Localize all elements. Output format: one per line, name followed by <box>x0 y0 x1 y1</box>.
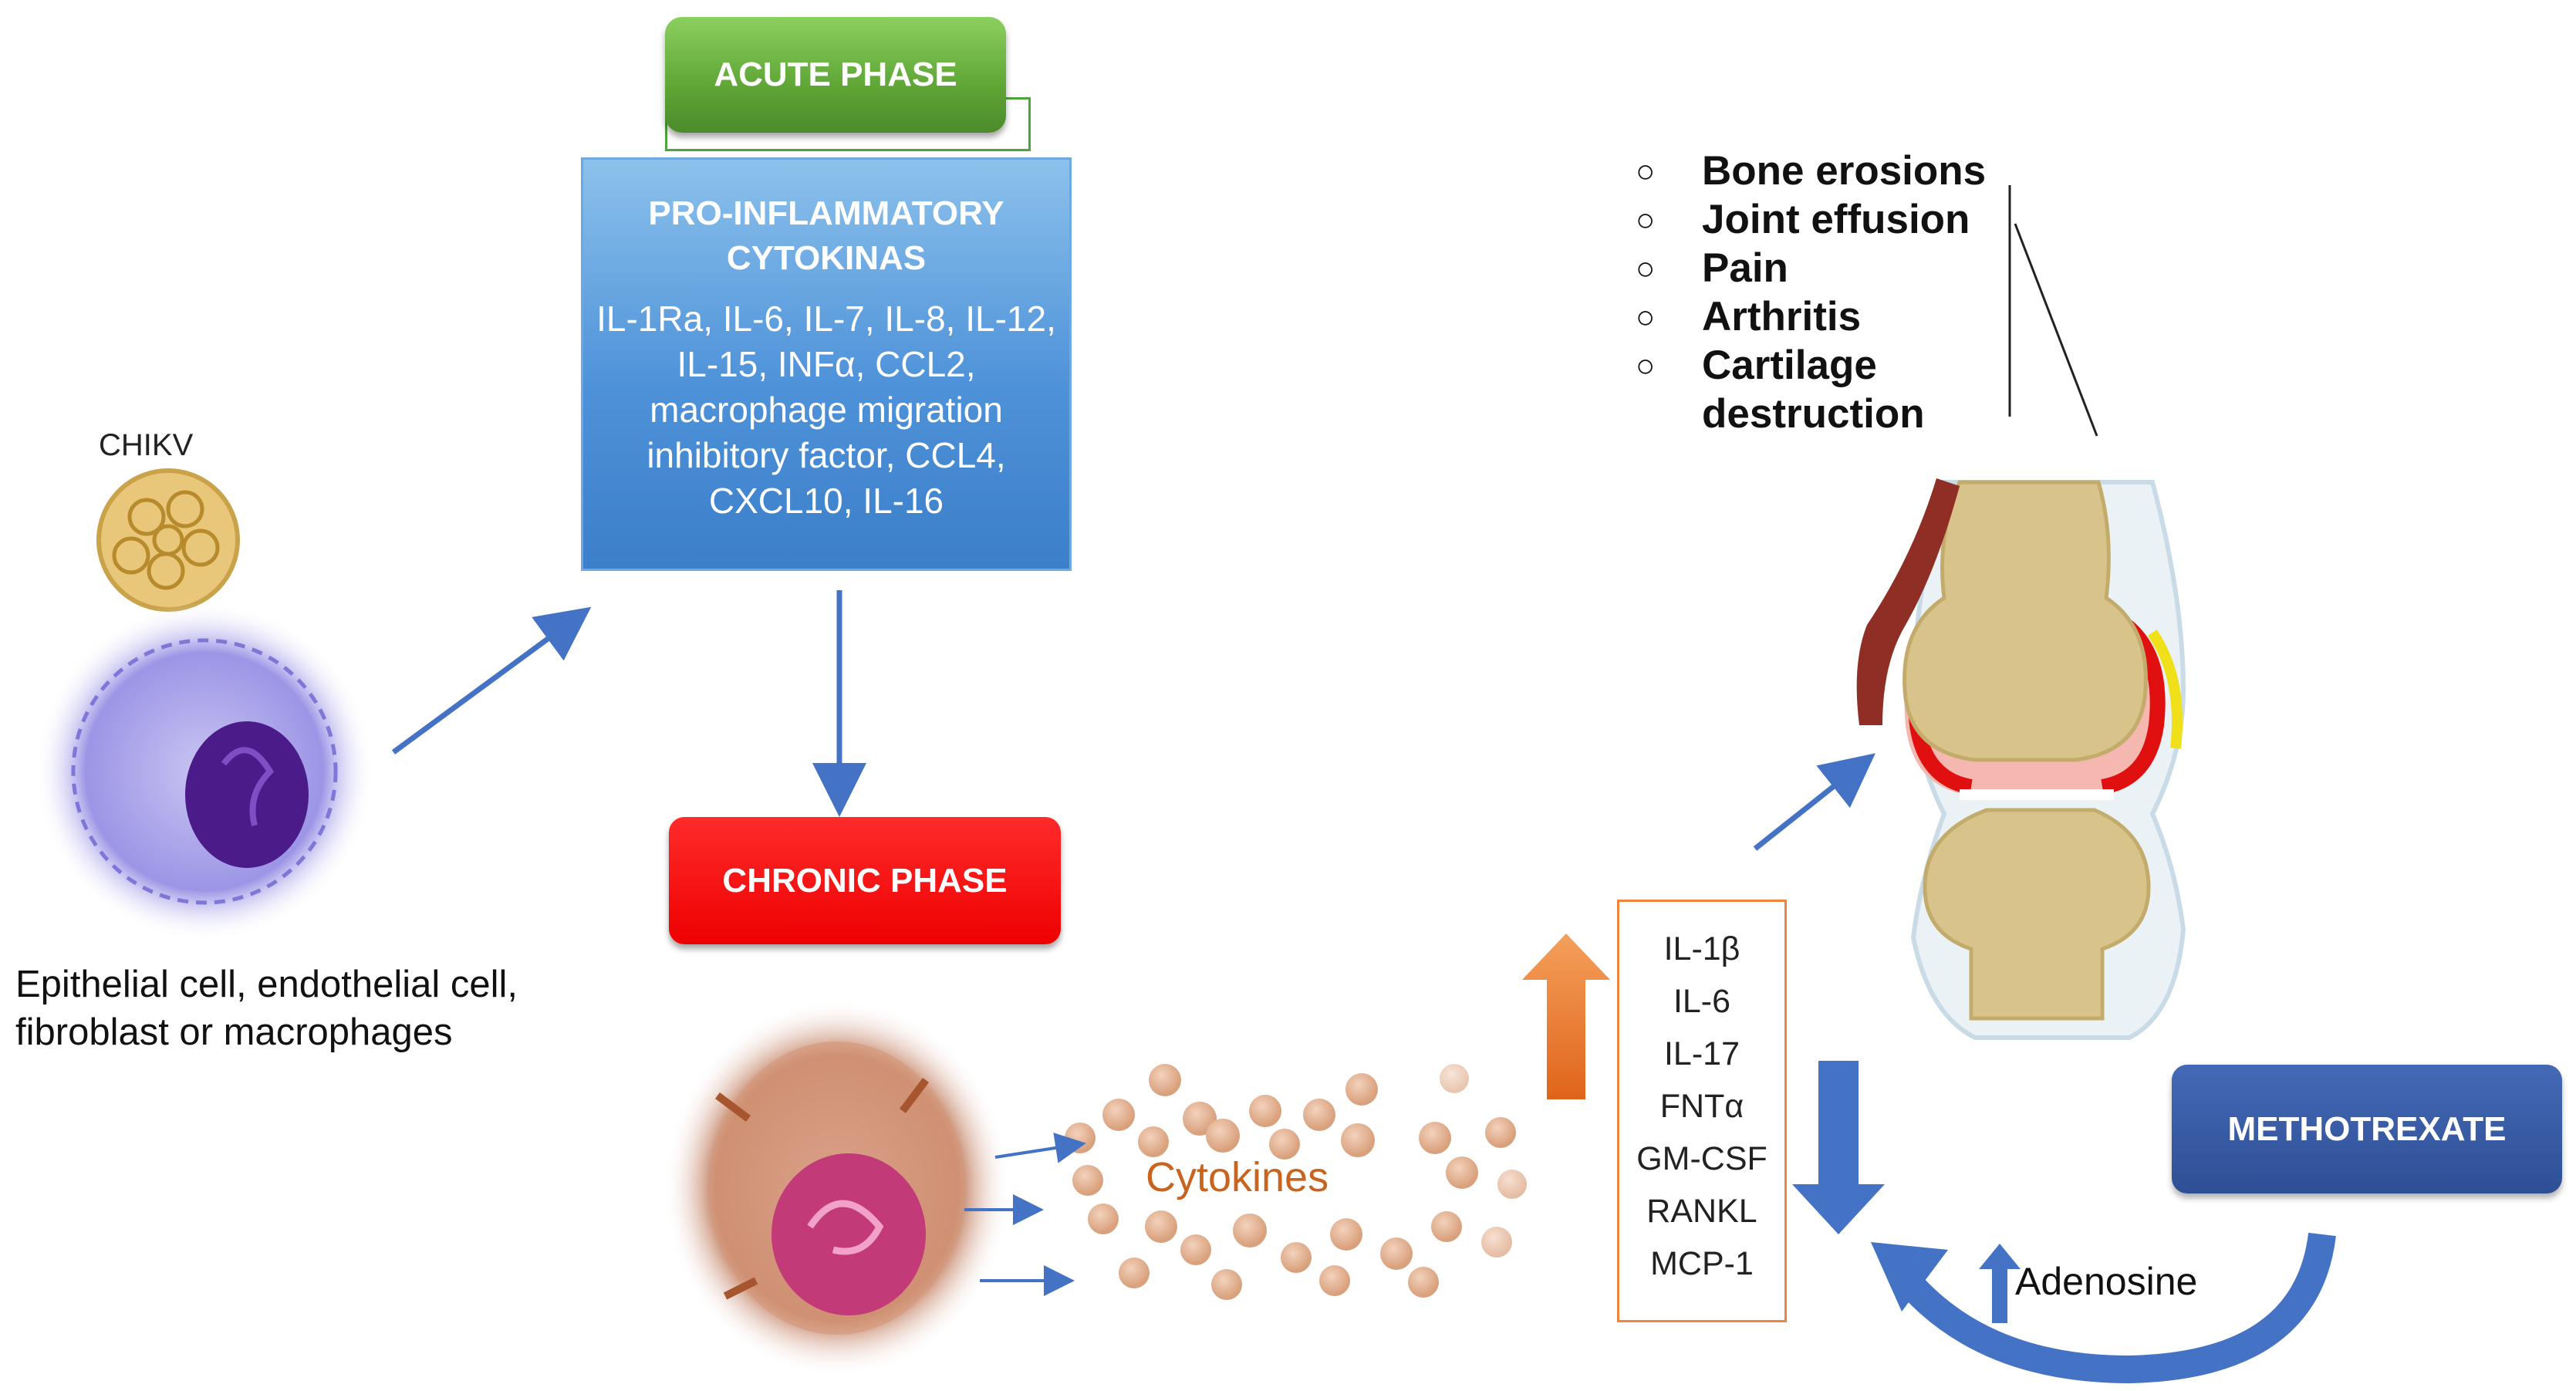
chronic-cell-icon <box>663 999 1011 1377</box>
bullet-icon: ○ <box>1636 201 1656 238</box>
chronic-phase-label: CHRONIC PHASE <box>722 861 1008 900</box>
caption-line: fibroblast or macrophages <box>15 1011 453 1053</box>
chikv-virus-icon <box>96 468 240 612</box>
chronic-phase-box: CHRONIC PHASE <box>669 817 1061 944</box>
symptom-label: Pain <box>1702 245 1788 291</box>
cytokine-line: IL-15, INFα, CCL2, <box>677 344 976 384</box>
cytokine-list-box <box>1617 900 1787 1322</box>
decrease-arrow-icon <box>1792 1061 1885 1234</box>
symptom-item: ○ Cartilage destruction <box>1636 341 1964 438</box>
symptom-item: ○ Arthritis <box>1636 292 1986 341</box>
acute-phase-box: ACUTE PHASE <box>665 17 1006 133</box>
bullet-icon: ○ <box>1636 250 1656 286</box>
arrow-to-joint <box>1753 753 1875 851</box>
methotrexate-label: METHOTREXATE <box>2227 1109 2507 1148</box>
cytokine-line: inhibitory factor, CCL4, <box>647 435 1006 475</box>
symptom-item: ○ Bone erosions <box>1636 147 1986 195</box>
arrow-cytokine-release-1 <box>994 1133 1086 1163</box>
cell-caption: Epithelial cell, endothelial cell, fibro… <box>15 961 518 1056</box>
cytokine-item: RANKL <box>1646 1193 1757 1230</box>
symptom-label: Bone erosions <box>1702 148 1987 194</box>
methotrexate-curve-arrow <box>1886 1232 2336 1384</box>
title-line: PRO-INFLAMMATORY <box>648 194 1004 232</box>
adenosine-up-arrow-icon <box>1979 1244 2021 1323</box>
cytokine-item: GM-CSF <box>1636 1140 1767 1177</box>
pro-inflammatory-box <box>581 157 1072 571</box>
cytokine-item: IL-1β <box>1663 930 1740 967</box>
cytokine-item: IL-17 <box>1663 1035 1740 1072</box>
increase-arrow-icon <box>1522 934 1610 1099</box>
methotrexate-box: METHOTREXATE <box>2172 1065 2562 1193</box>
cytokine-line: CXCL10, IL-16 <box>708 481 944 521</box>
symptom-label: Joint effusion <box>1702 197 1970 242</box>
adenosine-label: Adenosine <box>2015 1260 2198 1303</box>
chikv-label: CHIKV <box>99 428 194 462</box>
curve-arrowhead <box>1871 1242 1948 1312</box>
symptom-label: Arthritis <box>1702 294 1862 339</box>
arrow-cell-to-acute <box>391 606 592 755</box>
cytokines-label: Cytokines <box>1146 1154 1329 1200</box>
symptom-label: Cartilage destruction <box>1702 343 1925 437</box>
pro-inflammatory-list: IL-1Ra, IL-6, IL-7, IL-8, IL-12, IL-15, … <box>581 296 1072 524</box>
cytokine-item: FNTα <box>1659 1088 1744 1125</box>
symptom-item: ○ Pain <box>1636 244 1986 292</box>
bullet-icon: ○ <box>1636 299 1656 335</box>
knee-joint-icon <box>1856 478 2186 1040</box>
infected-cell-icon <box>35 602 374 941</box>
pro-inflammatory-title: PRO-INFLAMMATORY CYTOKINAS <box>581 191 1072 281</box>
caption-line: Epithelial cell, endothelial cell, <box>15 964 518 1005</box>
title-line: CYTOKINAS <box>726 239 927 277</box>
acute-phase-label: ACUTE PHASE <box>714 56 957 93</box>
cytokine-line: macrophage migration <box>650 390 1003 430</box>
cytokine-line: IL-1Ra, IL-6, IL-7, IL-8, IL-12, <box>596 299 1056 339</box>
cytokine-item: MCP-1 <box>1650 1245 1754 1282</box>
cytokine-item: IL-6 <box>1673 983 1731 1020</box>
bullet-icon: ○ <box>1636 153 1656 189</box>
symptom-connector <box>2014 223 2098 437</box>
cytokine-list: IL-1β IL-6 IL-17 FNTα GM-CSF RANKL MCP-1 <box>1617 923 1787 1290</box>
symptom-item: ○ Joint effusion <box>1636 195 1986 244</box>
bullet-icon: ○ <box>1636 347 1656 383</box>
symptom-list: ○ Bone erosions ○ Joint effusion ○ Pain ○ Ar… <box>1636 147 1986 438</box>
cytokine-cloud <box>1065 1064 1527 1300</box>
